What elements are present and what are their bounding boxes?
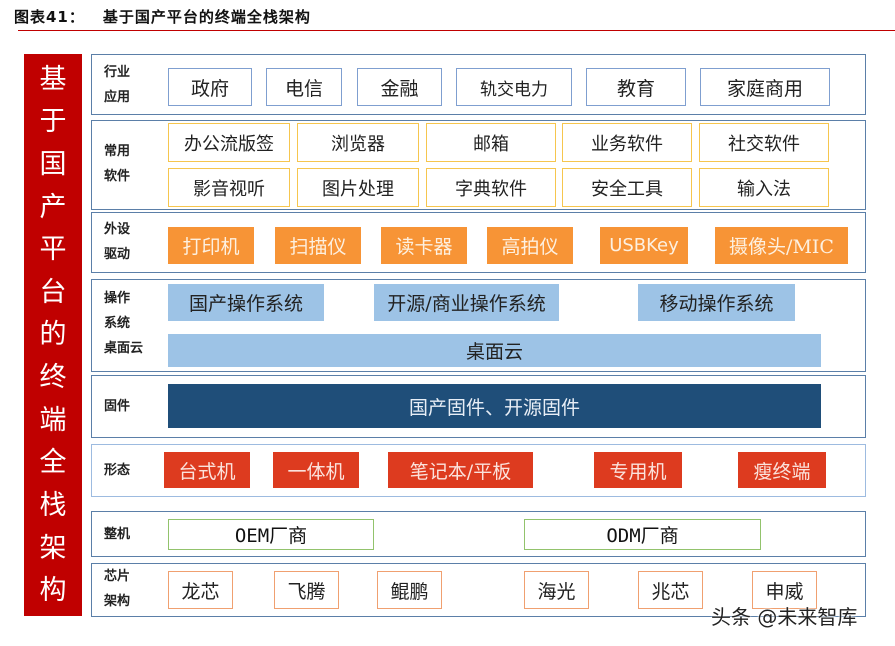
layer-label: 形态 — [104, 463, 131, 478]
form-item: 一体机 — [273, 452, 359, 488]
layer-label: 外设 驱动 — [104, 217, 130, 267]
label-line: 应用 — [104, 90, 131, 105]
banner-char: 全 — [39, 447, 67, 479]
layer-chip-architecture: 芯片 架构 龙芯 飞腾 鲲鹏 海光 兆芯 申威 — [91, 563, 866, 617]
label-line: 架构 — [104, 594, 131, 609]
layer-label: 行业 应用 — [104, 60, 130, 110]
layer-form-factor: 形态 台式机 一体机 笔记本/平板 专用机 瘦终端 — [91, 444, 866, 497]
label-line: 桌面云 — [104, 341, 144, 356]
banner-char: 的 — [39, 319, 67, 351]
label-line: 行业 — [104, 65, 131, 80]
software-item: 输入法 — [699, 168, 829, 207]
software-item: 业务软件 — [562, 123, 692, 162]
figure-label: 图表41： — [14, 8, 85, 26]
layer-label: 芯片 架构 — [104, 564, 130, 614]
banner-char: 平 — [39, 234, 67, 266]
layer-industry-apps: 行业 应用 政府 电信 金融 轨交电力 教育 家庭商用 — [91, 54, 866, 115]
peripheral-item: 读卡器 — [381, 227, 467, 264]
os-item: 移动操作系统 — [638, 284, 795, 321]
layer-os-cloud: 操作 系统 桌面云 国产操作系统 开源/商业操作系统 移动操作系统 桌面云 — [91, 279, 866, 372]
label-line: 芯片 — [104, 569, 131, 584]
banner-char: 架 — [39, 532, 67, 564]
chip-item: 龙芯 — [168, 571, 233, 609]
figure-title-text: 基于国产平台的终端全栈架构 — [102, 8, 311, 26]
layer-firmware: 固件 国产固件、开源固件 — [91, 375, 866, 438]
industry-item: 电信 — [266, 68, 342, 106]
peripheral-item: 打印机 — [168, 227, 254, 264]
label-line: 软件 — [104, 169, 131, 184]
firmware-bar: 国产固件、开源固件 — [168, 384, 821, 428]
industry-item: 教育 — [586, 68, 686, 106]
form-item: 瘦终端 — [738, 452, 826, 488]
peripheral-item: 摄像头/MIC — [715, 227, 848, 264]
industry-item: 家庭商用 — [700, 68, 830, 106]
software-item: 浏览器 — [297, 123, 419, 162]
banner-char: 终 — [39, 362, 67, 394]
layer-label: 操作 系统 桌面云 — [104, 286, 143, 361]
layer-label: 常用 软件 — [104, 139, 130, 189]
layer-common-software: 常用 软件 办公流版签 浏览器 邮箱 业务软件 社交软件 影音视听 图片处理 字… — [91, 120, 866, 210]
software-item: 邮箱 — [426, 123, 556, 162]
banner-char: 构 — [39, 575, 67, 607]
label-line: 系统 — [104, 316, 131, 331]
banner-char: 台 — [39, 276, 67, 308]
layer-whole-machine: 整机 OEM厂商 ODM厂商 — [91, 511, 866, 557]
peripheral-item: 扫描仪 — [275, 227, 361, 264]
desktop-cloud-bar: 桌面云 — [168, 334, 821, 367]
figure-title: 图表41： 基于国产平台的终端全栈架构 — [14, 6, 311, 27]
side-banner: 基 于 国 产 平 台 的 终 端 全 栈 架 构 — [24, 54, 82, 616]
chip-item: 鲲鹏 — [377, 571, 442, 609]
layer-peripheral-drivers: 外设 驱动 打印机 扫描仪 读卡器 高拍仪 USBKey 摄像头/MIC — [91, 212, 866, 273]
chip-item: 兆芯 — [638, 571, 703, 609]
banner-char: 栈 — [39, 489, 67, 521]
industry-item: 政府 — [168, 68, 252, 106]
layer-label: 固件 — [104, 399, 131, 414]
form-item: 专用机 — [594, 452, 682, 488]
label-line: 常用 — [104, 144, 131, 159]
os-item: 国产操作系统 — [168, 284, 324, 321]
os-item: 开源/商业操作系统 — [374, 284, 559, 321]
watermark: 头条 @未来智库 — [711, 605, 858, 629]
peripheral-item: USBKey — [600, 227, 688, 264]
label-line: 驱动 — [104, 247, 131, 262]
software-item: 字典软件 — [426, 168, 556, 207]
software-item: 图片处理 — [297, 168, 419, 207]
chip-item: 海光 — [524, 571, 589, 609]
banner-char: 基 — [39, 63, 67, 95]
chip-item: 申威 — [752, 571, 817, 609]
form-item: 台式机 — [164, 452, 250, 488]
software-item: 社交软件 — [699, 123, 829, 162]
form-item: 笔记本/平板 — [388, 452, 533, 488]
label-line: 操作 — [104, 291, 131, 306]
banner-char: 端 — [39, 404, 67, 436]
odm-vendor-box: ODM厂商 — [524, 519, 761, 550]
oem-vendor-box: OEM厂商 — [168, 519, 374, 550]
industry-item: 金融 — [357, 68, 442, 106]
banner-char: 于 — [39, 106, 67, 138]
software-item: 影音视听 — [168, 168, 290, 207]
banner-char: 国 — [39, 149, 67, 181]
label-line: 外设 — [104, 222, 131, 237]
title-divider — [18, 30, 895, 31]
layer-label: 整机 — [104, 527, 131, 542]
industry-item: 轨交电力 — [456, 68, 572, 106]
banner-char: 产 — [39, 191, 67, 223]
chip-item: 飞腾 — [274, 571, 339, 609]
peripheral-item: 高拍仪 — [487, 227, 573, 264]
software-item: 安全工具 — [562, 168, 692, 207]
software-item: 办公流版签 — [168, 123, 290, 162]
